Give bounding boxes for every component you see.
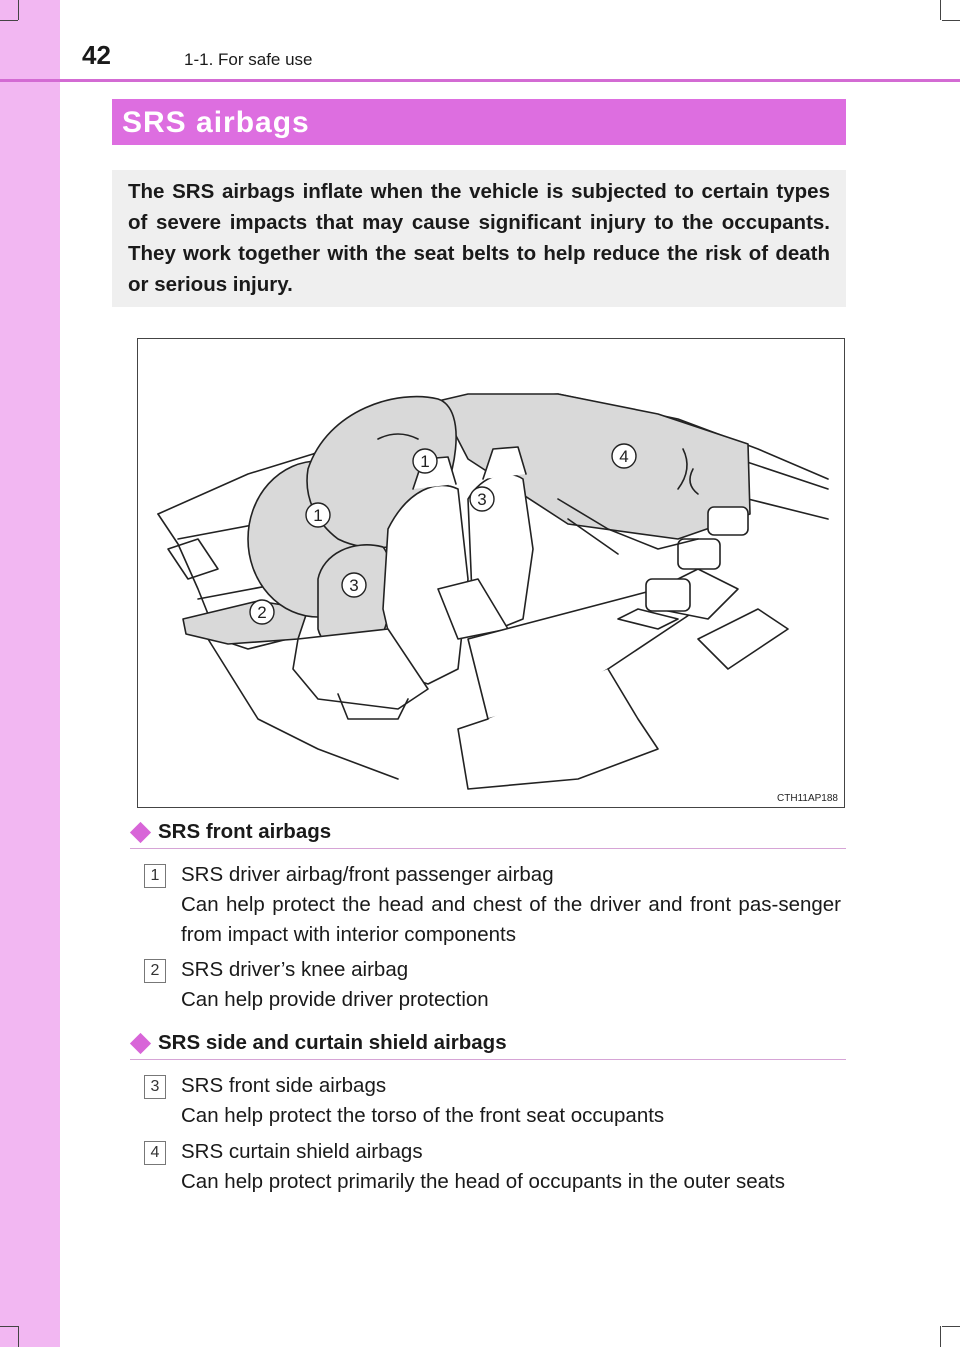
item-number: 2 — [144, 959, 166, 983]
item-description: Can help protect the head and chest of t… — [181, 890, 841, 950]
item-title: SRS curtain shield airbags — [181, 1137, 423, 1167]
callout-4-curtain: 4 — [612, 444, 636, 468]
diamond-bullet-icon — [130, 822, 151, 843]
section-reference: 1-1. For safe use — [184, 50, 313, 70]
airbag-diagram-svg: 1 1 2 3 3 4 — [138, 339, 843, 806]
crop-mark — [18, 1326, 19, 1347]
item-description: Can help protect the torso of the front … — [181, 1101, 841, 1131]
subheading-front-airbags: SRS front airbags — [130, 818, 846, 849]
svg-text:3: 3 — [349, 576, 358, 595]
airbag-illustration: 1 1 2 3 3 4 CTH11AP188 — [137, 338, 845, 808]
callout-1-passenger: 1 — [413, 449, 437, 473]
intro-text: The SRS airbags inflate when the vehicle… — [128, 176, 830, 300]
item-description: Can help protect primarily the head of o… — [181, 1167, 841, 1197]
item-number: 3 — [144, 1075, 166, 1099]
diamond-bullet-icon — [130, 1033, 151, 1054]
header-rule — [0, 79, 960, 82]
crop-mark — [0, 1326, 18, 1327]
callout-3-passenger-side: 3 — [470, 487, 494, 511]
item-number: 4 — [144, 1141, 166, 1165]
item-number: 1 — [144, 864, 166, 888]
callout-1-driver: 1 — [306, 503, 330, 527]
svg-text:1: 1 — [313, 506, 322, 525]
subheading-text: SRS side and curtain shield airbags — [158, 1031, 507, 1055]
subheading-side-curtain-airbags: SRS side and curtain shield airbags — [130, 1029, 846, 1060]
side-color-strip — [0, 0, 60, 1347]
subheading-text: SRS front airbags — [158, 820, 331, 844]
crop-mark — [940, 0, 941, 20]
svg-text:3: 3 — [477, 490, 486, 509]
page-number: 42 — [82, 40, 111, 70]
svg-text:1: 1 — [420, 452, 429, 471]
crop-mark — [18, 0, 19, 20]
section-title: SRS airbags — [122, 106, 310, 140]
svg-text:2: 2 — [257, 603, 266, 622]
callout-3-driver-side: 3 — [342, 573, 366, 597]
callout-2-knee: 2 — [250, 600, 274, 624]
svg-text:4: 4 — [619, 447, 628, 466]
item-title: SRS driver’s knee airbag — [181, 955, 408, 985]
section-title-bar: SRS airbags — [112, 99, 846, 145]
crop-mark — [942, 20, 960, 21]
crop-mark — [942, 1326, 960, 1327]
item-title: SRS front side airbags — [181, 1071, 386, 1101]
item-title: SRS driver airbag/front passenger airbag — [181, 860, 554, 890]
intro-box: The SRS airbags inflate when the vehicle… — [112, 170, 846, 307]
crop-mark — [940, 1326, 941, 1347]
crop-mark — [0, 20, 18, 21]
item-description: Can help provide driver protection — [181, 985, 841, 1015]
figure-code: CTH11AP188 — [777, 793, 838, 805]
